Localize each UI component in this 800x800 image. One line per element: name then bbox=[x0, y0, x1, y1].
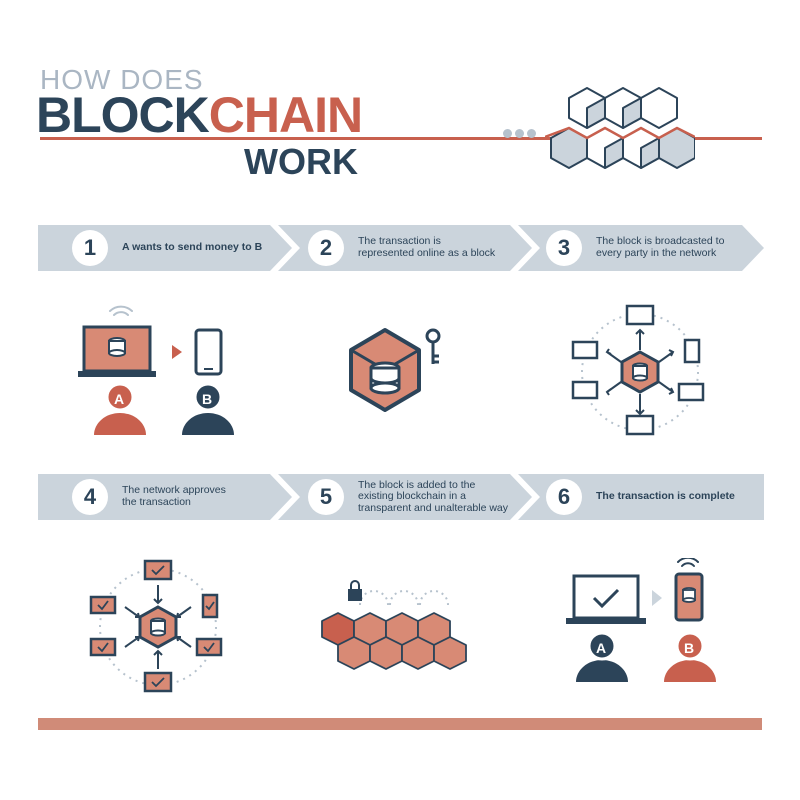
title-line-1: HOW DOES bbox=[40, 64, 204, 95]
step-1: 1 A wants to send money to B bbox=[72, 230, 262, 266]
step-number: 1 bbox=[72, 230, 108, 266]
step-label: A wants to send money to B bbox=[122, 241, 263, 254]
network-approve-illustration bbox=[89, 559, 223, 693]
step-label: The block is broadcasted to every party … bbox=[596, 235, 725, 259]
title-main: BLOCKCHAIN bbox=[36, 87, 363, 143]
step-label: The transaction is represented online as… bbox=[358, 235, 496, 259]
step-number: 6 bbox=[546, 479, 582, 515]
person-b-label: B bbox=[202, 391, 213, 407]
title-divider-line bbox=[40, 137, 762, 140]
cube-cluster-icon bbox=[545, 87, 695, 169]
block-key-illustration bbox=[349, 328, 441, 412]
step-label: The transaction is complete bbox=[596, 490, 735, 503]
title-chain: CHAIN bbox=[208, 87, 363, 143]
title-line-3: WORK bbox=[244, 141, 358, 182]
send-money-illustration bbox=[78, 305, 234, 435]
step-label: The network approves the transaction bbox=[122, 484, 226, 508]
step-number: 5 bbox=[308, 479, 344, 515]
step-label: The block is added to the existing block… bbox=[358, 478, 509, 514]
decorative-dots bbox=[503, 125, 539, 143]
step-4: 4 The network approves the transaction bbox=[72, 479, 226, 515]
step-2: 2 The transaction is represented online … bbox=[308, 230, 495, 266]
step-6: 6 The transaction is complete bbox=[546, 479, 735, 515]
step-number: 2 bbox=[308, 230, 344, 266]
step-number: 3 bbox=[546, 230, 582, 266]
transaction-complete-illustration bbox=[566, 558, 716, 682]
person-b-label: B bbox=[684, 640, 695, 656]
step-3: 3 The block is broadcasted to every part… bbox=[546, 230, 724, 266]
title-block: BLOCK bbox=[36, 87, 210, 143]
person-a-label: A bbox=[596, 640, 607, 656]
broadcast-network-illustration bbox=[571, 304, 705, 436]
person-a-label: A bbox=[114, 391, 125, 407]
step-number: 4 bbox=[72, 479, 108, 515]
footer-bar bbox=[38, 718, 762, 730]
step-5: 5 The block is added to the existing blo… bbox=[308, 479, 508, 515]
blockchain-illustration bbox=[321, 580, 467, 670]
